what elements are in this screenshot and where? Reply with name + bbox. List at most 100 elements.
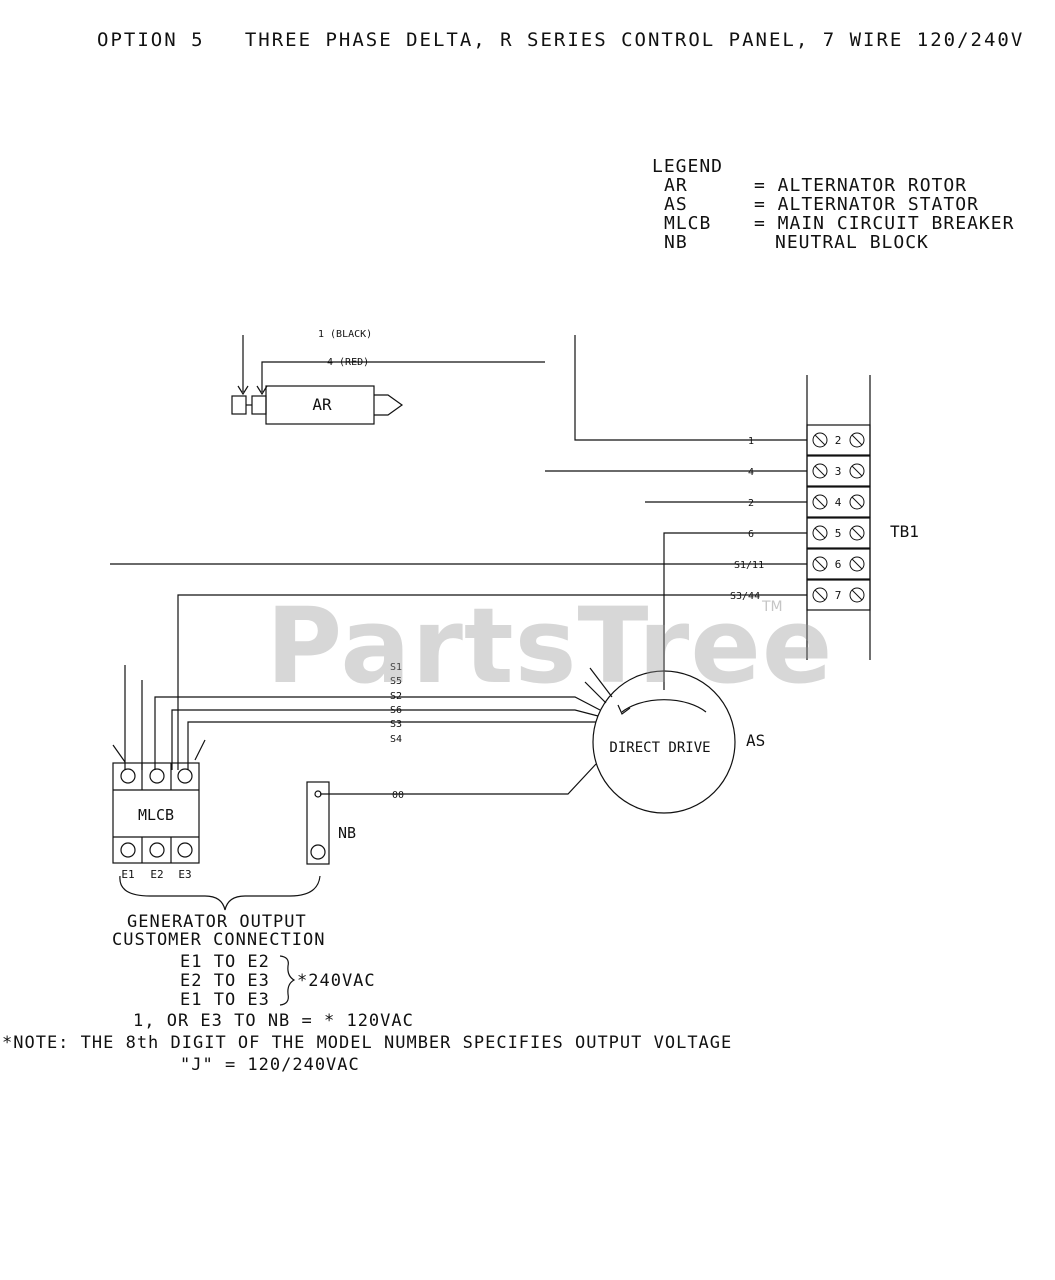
terminal-number: 3	[835, 465, 842, 478]
neutral-block: NB	[306, 781, 356, 865]
neutral-block-label: NB	[338, 824, 356, 842]
diagram-title: OPTION 5 THREE PHASE DELTA, R SERIES CON…	[97, 29, 1025, 51]
terminal-number: 5	[835, 527, 842, 540]
terminal-icon	[120, 842, 136, 858]
screw-icon	[849, 525, 865, 541]
screw-icon	[812, 556, 828, 572]
terminal-number: 2	[835, 434, 842, 447]
arrow-icon	[256, 385, 268, 396]
stator-lead-label: S6	[390, 705, 402, 716]
wire-label: 4	[748, 467, 754, 478]
terminal-number: 4	[835, 496, 842, 509]
wire-6	[663, 532, 807, 690]
model-note-value: "J" = 120/240VAC	[180, 1055, 360, 1075]
legend-code-as: AS	[664, 194, 688, 215]
terminal-icon	[310, 844, 326, 860]
output-pair-e1-e2: E1 TO E2	[180, 952, 270, 972]
terminal-icon	[177, 768, 193, 784]
screw-icon	[849, 587, 865, 603]
trademark-mark: TM	[762, 599, 783, 615]
model-note: *NOTE: THE 8th DIGIT OF THE MODEL NUMBER…	[2, 1033, 733, 1053]
screw-icon	[849, 463, 865, 479]
terminal-icon	[149, 842, 165, 858]
rotor-lead-red	[261, 361, 545, 392]
wire-00	[320, 763, 597, 795]
screw-icon	[812, 587, 828, 603]
legend-code-mlcb: MLCB	[664, 213, 712, 234]
output-heading: GENERATOR OUTPUT	[127, 912, 307, 932]
alternator-stator: DIRECT DRIVE AS S1 S5 S2 S6 S3 S4 00	[154, 662, 765, 814]
breaker-output-label: E1	[121, 868, 134, 881]
terminal-icon	[120, 768, 136, 784]
breaker-label: MLCB	[138, 806, 174, 824]
partstree-watermark: PartsTree	[266, 585, 834, 707]
terminal-icon	[149, 768, 165, 784]
rotor-wire-black-label: 1 (BLACK)	[318, 329, 372, 340]
wire-s3-44	[177, 594, 807, 770]
breaker-body	[112, 762, 200, 864]
alternator-rotor: AR 1 (BLACK) 4 (RED)	[231, 329, 545, 425]
legend-desc-nb: NEUTRAL BLOCK	[775, 232, 929, 253]
terminal-block-label: TB1	[890, 522, 919, 541]
stator-lead-label: S2	[390, 691, 402, 702]
tb1-wiring: 1 4 2 6 S1/11 S3/44	[110, 335, 807, 770]
screw-icon	[812, 463, 828, 479]
stator-lead	[589, 667, 613, 698]
slip-ring	[231, 395, 247, 415]
neutral-wire-label: 00	[392, 790, 404, 801]
terminal-number: 6	[835, 558, 842, 571]
legend-code-ar: AR	[664, 175, 688, 196]
arrow-icon	[112, 744, 126, 763]
wire-s6	[171, 709, 599, 770]
breaker-output-label: E3	[178, 868, 191, 881]
stator-lead-label: S1	[390, 662, 402, 673]
screw-icon	[812, 525, 828, 541]
stator-lead-label: S3	[390, 719, 402, 730]
screw-icon	[812, 432, 828, 448]
output-pair-e2-e3: E2 TO E3	[180, 971, 270, 991]
terminal-icon	[177, 842, 193, 858]
legend-desc-mlcb: = MAIN CIRCUIT BREAKER	[754, 213, 1015, 234]
stator-lead-label: S4	[390, 734, 402, 745]
wire-s2	[154, 696, 601, 770]
rotor-label: AR	[312, 395, 332, 414]
screw-icon	[849, 556, 865, 572]
output-pair-e1-e3: E1 TO E3	[180, 990, 270, 1010]
slip-ring	[251, 395, 267, 415]
stator-label: AS	[746, 731, 765, 750]
wire-label: 6	[748, 529, 754, 540]
wire-label: S3/44	[730, 591, 760, 602]
stator-drive-label: DIRECT DRIVE	[609, 740, 710, 756]
legend-desc-as: = ALTERNATOR STATOR	[754, 194, 979, 215]
stator-lead	[584, 681, 607, 704]
stator-lead-label: S5	[390, 676, 402, 687]
legend-code-nb: NB	[664, 232, 688, 253]
screw-icon	[812, 494, 828, 510]
output-pairs-voltage: *240VAC	[297, 971, 376, 991]
wire-label: S1/11	[734, 560, 764, 571]
stator-body	[592, 670, 736, 814]
terminal-number: 7	[835, 589, 842, 602]
breaker-output-label: E2	[150, 868, 163, 881]
screw-icon	[849, 432, 865, 448]
wire-label: 1	[748, 436, 754, 447]
rotation-arrow	[621, 699, 707, 713]
arrow-icon	[617, 704, 631, 715]
neutral-block-body	[306, 781, 330, 865]
main-circuit-breaker: MLCB E1 E2 E3	[112, 665, 206, 881]
screw-icon	[849, 494, 865, 510]
customer-connection-brace	[119, 875, 321, 911]
output-subheading: CUSTOMER CONNECTION	[112, 930, 326, 950]
legend-heading: LEGEND	[652, 156, 724, 177]
legend-desc-ar: = ALTERNATOR ROTOR	[754, 175, 968, 196]
terminal-icon	[314, 790, 322, 798]
rotor-wire-red-label: 4 (RED)	[327, 357, 369, 368]
wire-label: 2	[748, 498, 754, 509]
rotor-body	[265, 385, 375, 425]
voltage-pairs-brace	[279, 955, 296, 1006]
rotor-shaft	[374, 394, 404, 416]
wire-1	[574, 335, 807, 441]
arrow-icon	[237, 385, 249, 396]
output-neutral-line: 1, OR E3 TO NB = * 120VAC	[133, 1011, 414, 1031]
